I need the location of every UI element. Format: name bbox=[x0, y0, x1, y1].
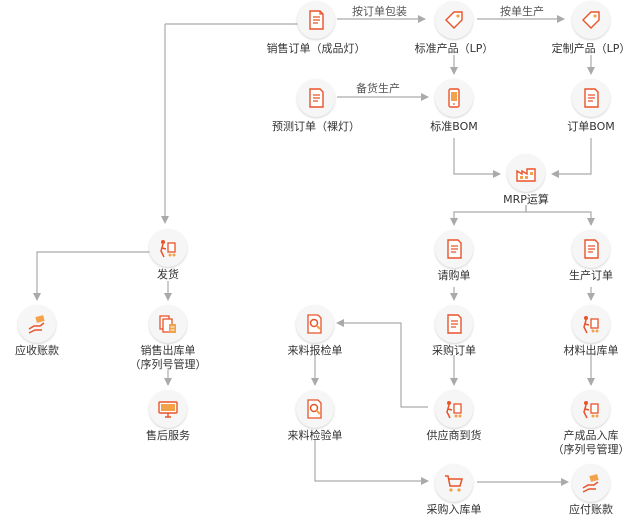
magnifier-document-icon bbox=[296, 390, 334, 428]
document-icon bbox=[435, 305, 473, 343]
calculator-documents-icon bbox=[149, 305, 187, 343]
node-label: 销售出库单 （序列号管理） bbox=[129, 344, 207, 371]
node-label: 采购入库单 bbox=[426, 503, 482, 516]
node-label: 供应商到货 bbox=[426, 429, 482, 442]
price-tag-icon bbox=[435, 1, 473, 39]
node-label: MRP运算 bbox=[503, 193, 549, 206]
node-label: 材料出库单 bbox=[563, 344, 619, 357]
edge-orderbom-to-mrp bbox=[551, 138, 592, 178]
document-icon bbox=[435, 230, 473, 268]
node-label: 定制产品（LP） bbox=[551, 42, 631, 55]
edge-mrp-to-request bbox=[450, 205, 527, 226]
edge-stdbom-to-mrp bbox=[453, 138, 501, 178]
edge-label-by-order-package: 按订单包装 bbox=[352, 5, 407, 18]
hand-money-icon bbox=[18, 305, 56, 343]
node-label: 来料报检单 bbox=[287, 344, 343, 357]
hand-truck-icon bbox=[435, 390, 473, 428]
document-icon bbox=[297, 1, 335, 39]
edge-label-by-order-production: 按单生产 bbox=[500, 5, 544, 18]
node-label: 发货 bbox=[157, 268, 179, 281]
node-label: 产成品入库 （序列号管理） bbox=[552, 429, 630, 456]
node-label: 请购单 bbox=[437, 269, 471, 282]
node-label: 预测订单（裸灯） bbox=[272, 120, 360, 133]
node-label: 应收账款 bbox=[15, 344, 59, 357]
hand-truck-icon bbox=[572, 305, 610, 343]
factory-icon bbox=[507, 154, 545, 192]
node-label: 生产订单 bbox=[569, 269, 613, 282]
mobile-device-icon bbox=[435, 79, 473, 117]
edge-label-stock-production: 备货生产 bbox=[356, 82, 400, 95]
document-icon bbox=[572, 79, 610, 117]
document-icon bbox=[572, 230, 610, 268]
node-label: 应付账款 bbox=[569, 503, 613, 516]
document-icon bbox=[297, 79, 335, 117]
node-label: 标准产品（LP） bbox=[414, 42, 494, 55]
hand-truck-icon bbox=[149, 229, 187, 267]
edge-sales-to-shipping bbox=[165, 23, 298, 223]
node-label: 订单BOM bbox=[567, 120, 615, 133]
node-label: 采购订单 bbox=[432, 344, 476, 357]
node-label: 销售订单（成品灯） bbox=[266, 42, 366, 55]
node-label: 标准BOM bbox=[430, 120, 478, 133]
edge-supplier-to-report bbox=[336, 319, 428, 408]
price-tag-icon bbox=[572, 1, 610, 39]
desktop-computer-icon bbox=[149, 390, 187, 428]
node-label: 来料检验单 bbox=[287, 429, 343, 442]
magnifier-document-icon bbox=[296, 305, 334, 343]
edge-inspection-to-inbound bbox=[314, 440, 429, 485]
node-label: 售后服务 bbox=[146, 429, 190, 442]
hand-money-icon bbox=[572, 464, 610, 502]
edge-mrp-to-production bbox=[525, 205, 595, 226]
cart-icon bbox=[435, 464, 473, 502]
hand-truck-icon bbox=[572, 390, 610, 428]
edge-shipping-to-receivable bbox=[33, 251, 165, 301]
